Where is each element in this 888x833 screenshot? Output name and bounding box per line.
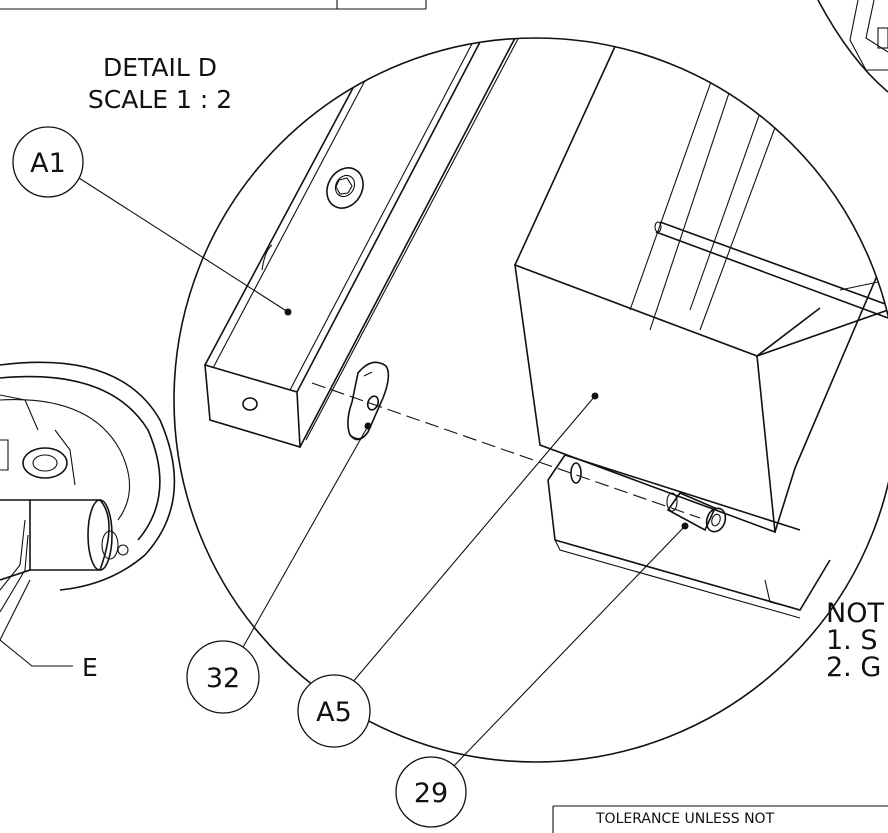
balloon-32-label: 32 <box>206 663 240 694</box>
notes-heading: NOT <box>826 598 884 629</box>
socket-screw-top <box>326 167 364 209</box>
balloon-leaders <box>78 177 686 771</box>
washer-part-32 <box>347 361 390 441</box>
tube-a1 <box>204 38 536 449</box>
detail-d-circle <box>173 37 888 763</box>
detail-title: DETAIL D <box>103 53 217 82</box>
view-e-label: E <box>82 653 98 682</box>
notes-item-1: 1. S <box>826 625 877 656</box>
balloon-a5-label: A5 <box>316 697 352 728</box>
assembly-axis-line <box>311 382 701 519</box>
tolerance-note: TOLERANCE UNLESS NOT <box>595 811 775 827</box>
balloon-a1: A1 <box>12 126 84 198</box>
balloon-29: 29 <box>395 756 467 828</box>
adjacent-detail-circle <box>817 0 888 93</box>
leader-dots <box>284 308 689 530</box>
title-block-fragment <box>552 805 888 833</box>
balloon-a1-label: A1 <box>30 148 66 179</box>
view-e-leader <box>0 639 73 667</box>
notes-item-2: 2. G <box>826 652 881 683</box>
balloon-a5: A5 <box>297 674 371 748</box>
balloon-29-label: 29 <box>414 778 448 809</box>
balloon-32: 32 <box>186 640 260 714</box>
bracket-a5 <box>514 38 888 619</box>
detail-d-contents <box>204 38 888 619</box>
detail-scale: SCALE 1 : 2 <box>88 85 232 114</box>
bolt-part-29 <box>666 492 727 533</box>
wheel-assembly <box>0 361 176 641</box>
title-box-fragment <box>0 0 427 10</box>
